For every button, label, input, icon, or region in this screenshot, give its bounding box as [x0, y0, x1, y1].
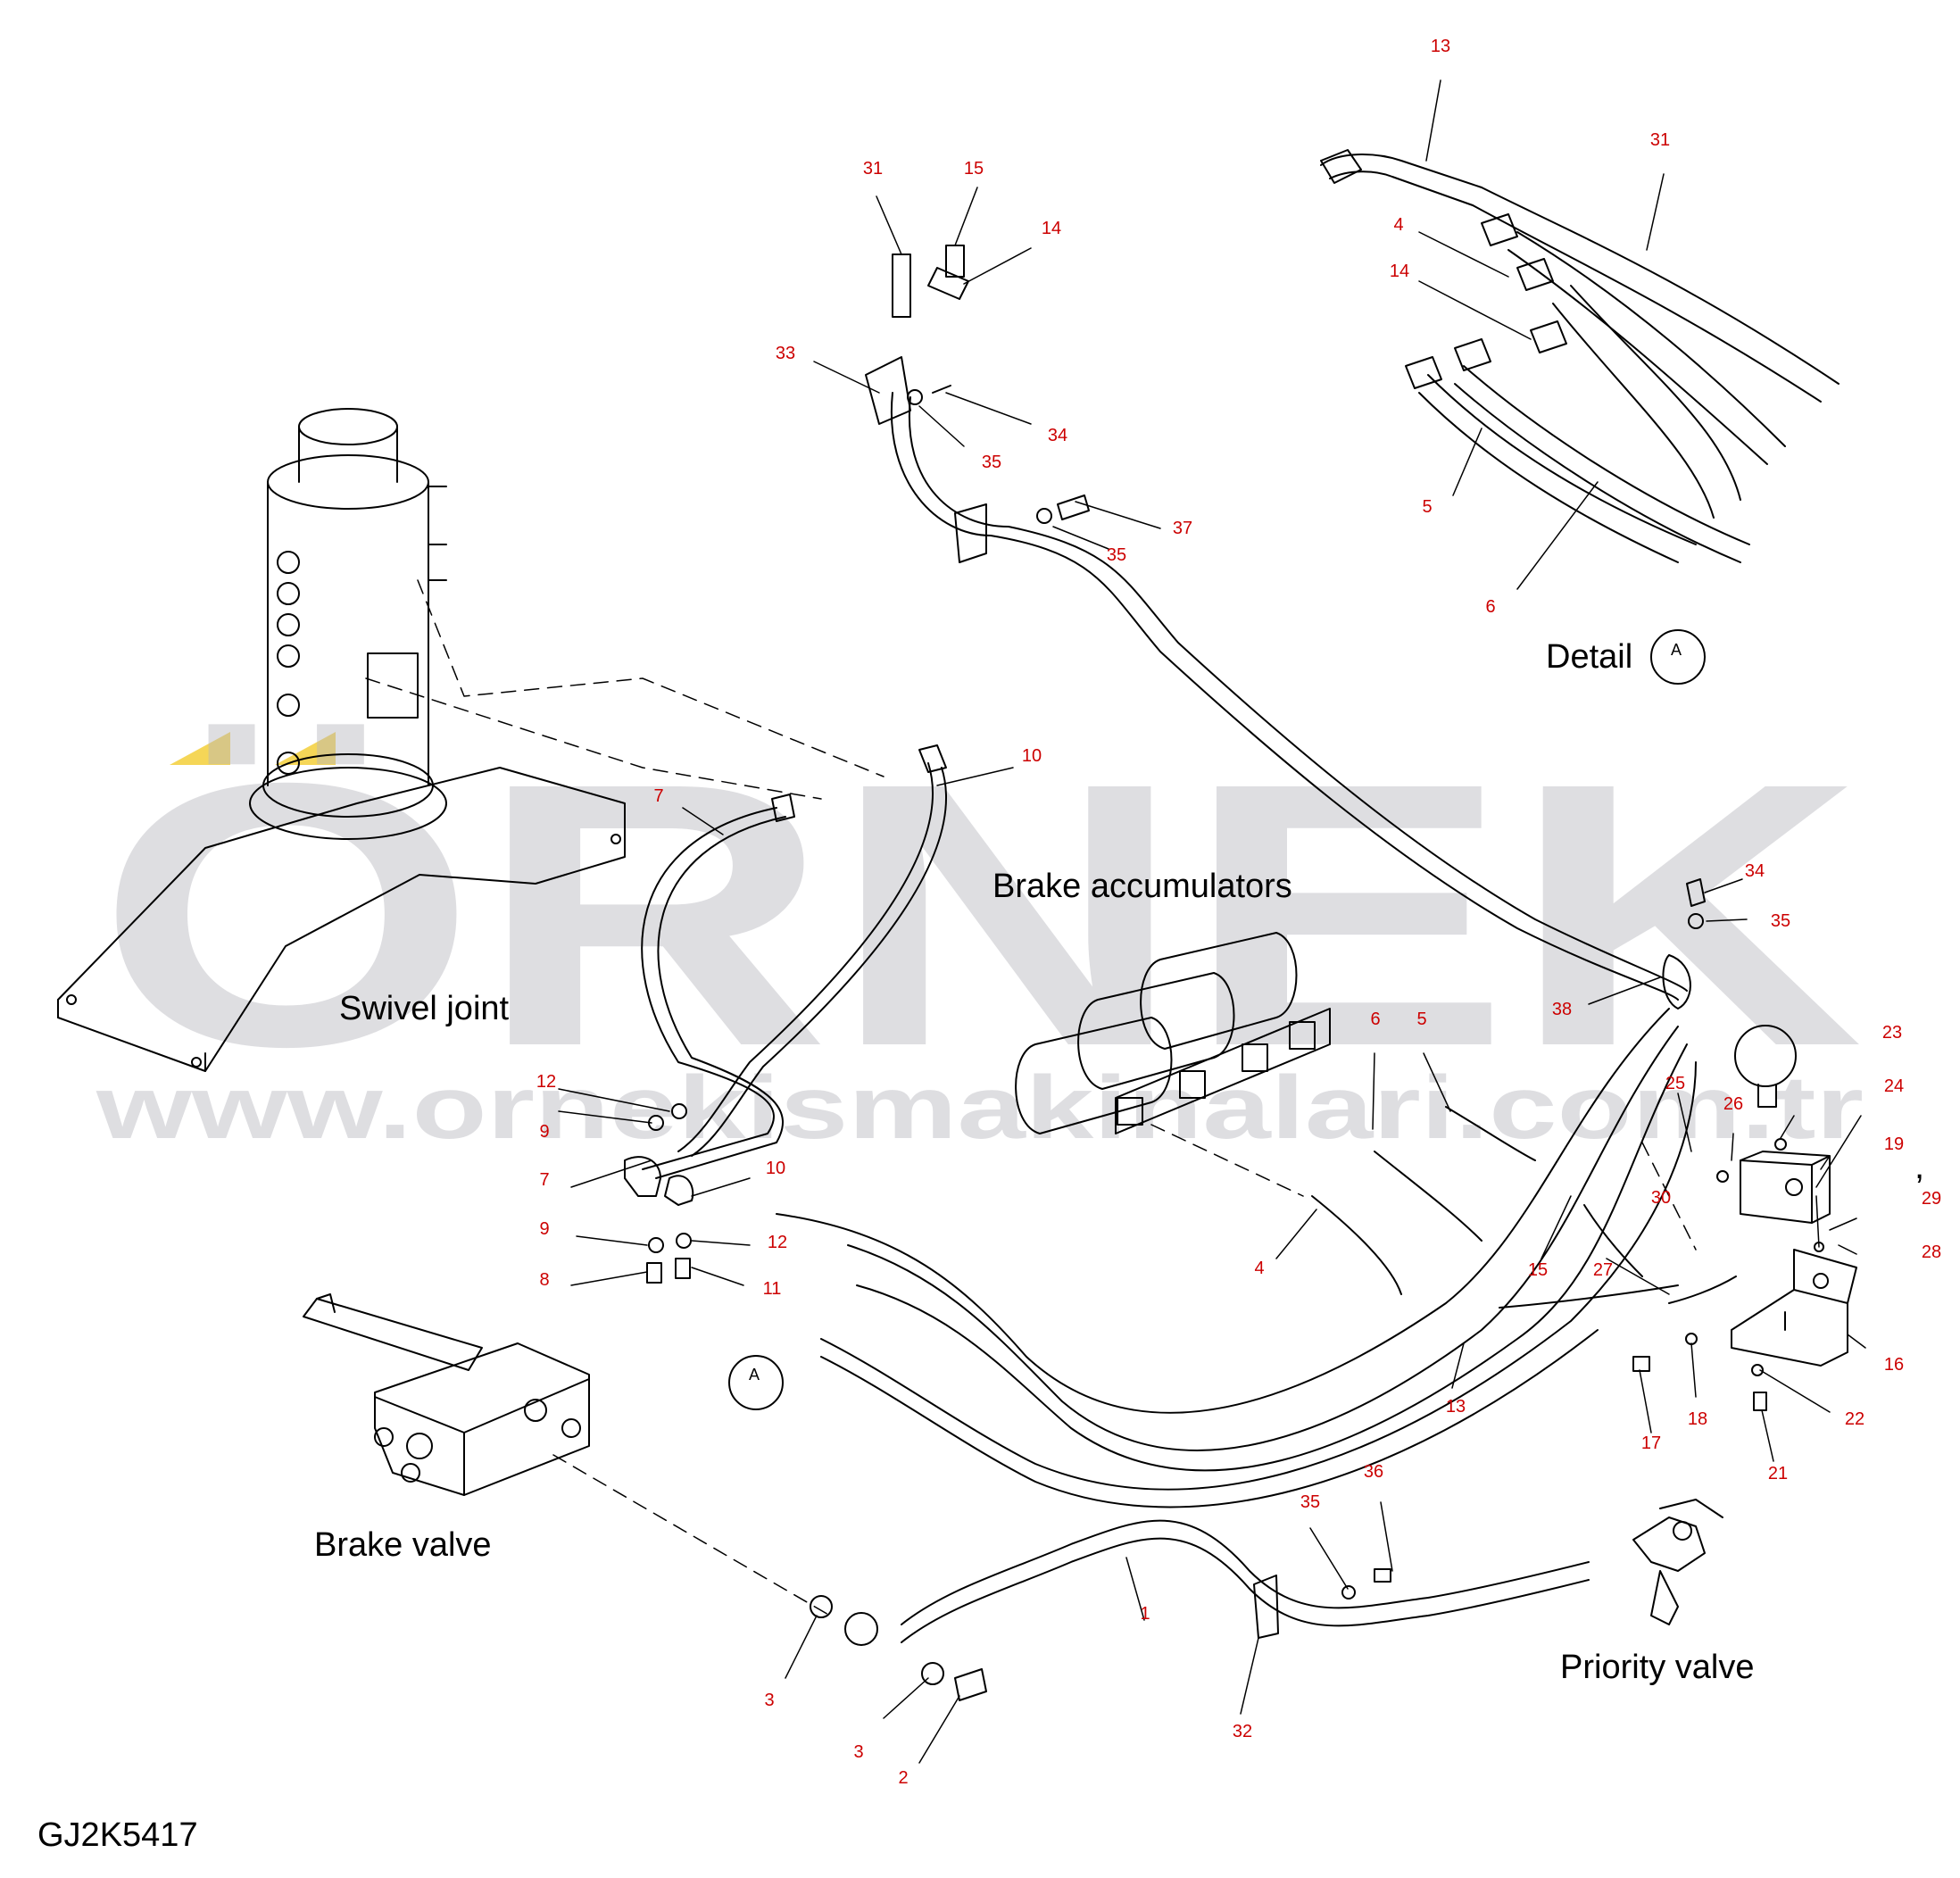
watermark-accent-left: [170, 732, 230, 765]
callout: 35: [1107, 545, 1126, 565]
callout: 35: [1771, 911, 1790, 931]
callout: 16: [1884, 1355, 1904, 1375]
callout: 6: [1370, 1010, 1380, 1029]
brake-accumulators-assembly: [1015, 932, 1331, 1134]
callout: 2: [898, 1768, 908, 1788]
callout: 22: [1845, 1409, 1864, 1429]
brake-valve-assembly: [303, 1293, 590, 1496]
callout: 32: [1233, 1722, 1252, 1741]
callout: 33: [776, 344, 795, 363]
callout: 9: [539, 1122, 549, 1142]
callout: 5: [1416, 1010, 1426, 1029]
callout: 24: [1884, 1076, 1904, 1096]
label-view-marker: A: [749, 1366, 760, 1384]
callout: 25: [1665, 1074, 1685, 1093]
priority-valve-assembly: [1632, 1499, 1723, 1625]
drawing-code: GJ2K5417: [37, 1816, 198, 1854]
callout: 31: [1650, 130, 1670, 150]
callout: 13: [1446, 1397, 1466, 1417]
callout: 10: [1022, 746, 1042, 766]
label-priority-valve: Priority valve: [1560, 1649, 1755, 1686]
callout: 19: [1884, 1134, 1904, 1154]
callout: 9: [539, 1219, 549, 1239]
callout: 28: [1922, 1242, 1941, 1262]
callout: 13: [1431, 37, 1450, 56]
callout: 6: [1485, 597, 1495, 617]
callout: 23: [1882, 1023, 1902, 1043]
callout: 35: [1300, 1492, 1320, 1512]
callout: 30: [1651, 1188, 1671, 1208]
callout: 3: [764, 1691, 774, 1710]
callout: 1: [1140, 1604, 1150, 1624]
callout: 38: [1552, 1000, 1572, 1019]
callout: 29: [1922, 1189, 1941, 1209]
callout: 34: [1745, 861, 1765, 881]
label-detail: Detail: [1546, 638, 1632, 676]
top-fittings-assembly: [865, 245, 969, 425]
callout: 15: [1528, 1260, 1548, 1280]
detail-marker-circle: [1650, 629, 1706, 685]
priority-hose: [810, 1519, 1590, 1701]
callout: 11: [763, 1279, 782, 1299]
label-swivel-joint: Swivel joint: [339, 990, 510, 1027]
callout: 12: [768, 1233, 787, 1252]
label-brake-accumulators: Brake accumulators: [992, 868, 1292, 905]
swivel-joint-assembly: [57, 408, 626, 1072]
callout: 17: [1641, 1433, 1661, 1453]
callout: 4: [1393, 215, 1403, 235]
callout: 4: [1254, 1259, 1264, 1278]
detail-a-assembly: [1320, 149, 1840, 563]
callout: 15: [964, 159, 984, 179]
dashed-leaders: [365, 579, 1697, 1616]
callout: 36: [1364, 1462, 1383, 1482]
callout: 21: [1768, 1464, 1788, 1483]
callout: 5: [1422, 497, 1432, 517]
callout: 31: [863, 159, 883, 179]
lower-hose-bundle: [776, 1008, 1737, 1508]
callout: 26: [1723, 1094, 1743, 1114]
callout: 18: [1688, 1409, 1707, 1429]
upper-hose-pair: [890, 392, 1691, 1010]
watermark-url: www.ornekismakinalari.com.tr: [96, 1058, 1864, 1158]
callout-leaders: [558, 79, 1866, 1764]
callout: 35: [982, 453, 1001, 472]
callout: 37: [1173, 519, 1192, 538]
callout: 3: [853, 1742, 863, 1762]
callout: 10: [766, 1159, 785, 1178]
label-detail-marker: A: [1671, 641, 1682, 659]
label-brake-valve: Brake valve: [314, 1526, 492, 1564]
stray-mark: ,: [1914, 1147, 1924, 1186]
watermark: ÖRNEK www.ornekismakinalari.com.tr: [96, 706, 1864, 1158]
callout: 14: [1390, 262, 1409, 281]
callout: 12: [536, 1072, 556, 1092]
view-marker-circle: [728, 1355, 784, 1410]
callout: 34: [1048, 426, 1067, 445]
callout: 7: [539, 1170, 549, 1190]
callout: 7: [653, 786, 663, 806]
callout: 8: [539, 1270, 549, 1290]
bolts-assembly: [1036, 494, 1706, 929]
callout: 27: [1593, 1260, 1613, 1280]
left-hose-loop: [641, 744, 947, 1179]
callout: 14: [1042, 219, 1061, 238]
left-fittings-assembly: [624, 1103, 694, 1284]
